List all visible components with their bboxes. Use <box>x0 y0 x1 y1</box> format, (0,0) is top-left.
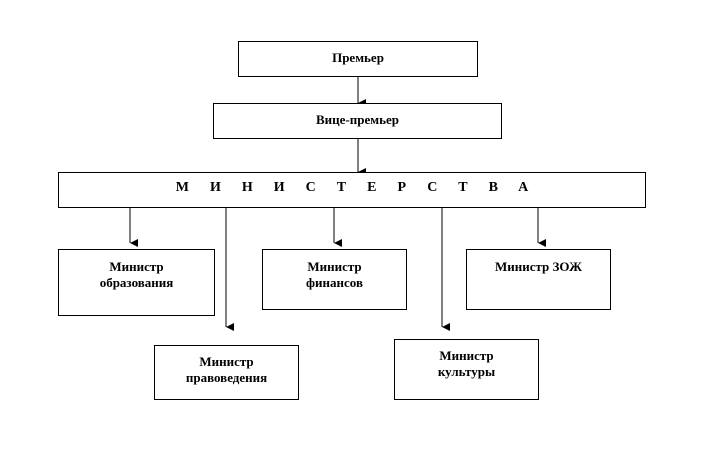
minister-finance-box: Министр финансов <box>262 249 407 310</box>
minister-finance-title: Министр <box>307 259 362 274</box>
minister-health-title: Министр ЗОЖ <box>494 259 583 274</box>
ministries-label: МИНИСТЕРСТВА <box>175 180 550 195</box>
minister-education-title: Министр <box>109 259 164 274</box>
premier-label: Премьер <box>332 50 384 65</box>
minister-education-box: Министр образования <box>58 249 215 316</box>
vice-premier-label: Вице-премьер <box>316 112 399 127</box>
minister-education-dept: образования <box>99 275 174 290</box>
minister-law-box: Министр правоведения <box>154 345 299 400</box>
premier-box: Премьер <box>238 41 478 77</box>
ministries-box: МИНИСТЕРСТВА <box>58 172 646 208</box>
minister-culture-dept: культуры <box>437 364 496 379</box>
minister-law-dept: правоведения <box>185 370 268 385</box>
minister-culture-title: Министр <box>439 348 494 363</box>
vice-premier-box: Вице-премьер <box>213 103 502 139</box>
minister-law-title: Министр <box>199 354 254 369</box>
minister-finance-dept: финансов <box>306 275 363 290</box>
minister-health-box: Министр ЗОЖ <box>466 249 611 310</box>
minister-culture-box: Министр культуры <box>394 339 539 400</box>
